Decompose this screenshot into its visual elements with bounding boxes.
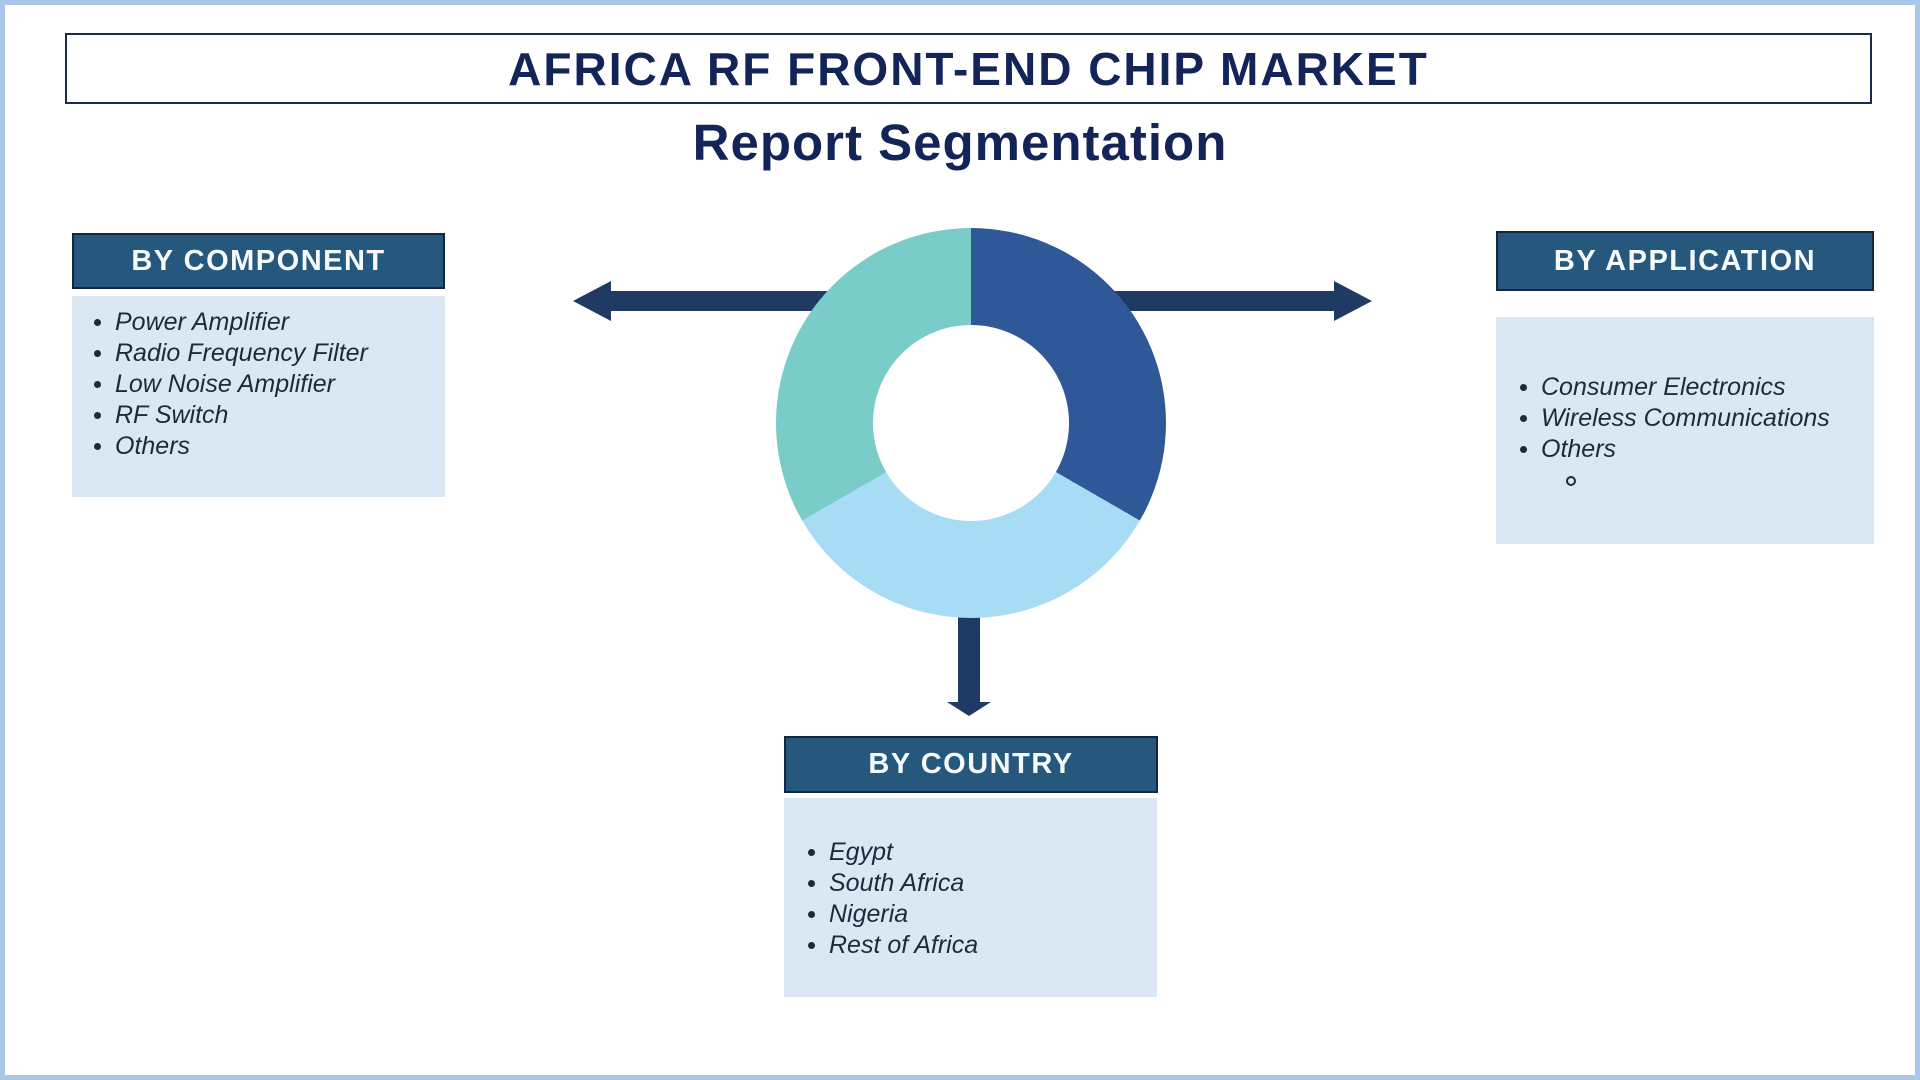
- by-application-header-label: BY APPLICATION: [1553, 244, 1817, 277]
- list-item: RF Switch: [92, 400, 439, 431]
- by-country-header-label: BY COUNTRY: [868, 748, 1074, 780]
- list-item: Others: [1518, 434, 1870, 465]
- donut-chart: [776, 228, 1166, 618]
- list-item-label: Low Noise Amplifier: [115, 370, 335, 398]
- component-list-items: Power Amplifier Radio Frequency Filter L…: [92, 307, 439, 462]
- list-item: Radio Frequency Filter: [92, 338, 439, 369]
- list-item: Rest of Africa: [806, 930, 1151, 961]
- list-item-label: Wireless Communications: [1541, 404, 1830, 432]
- country-list-items: Egypt South Africa Nigeria Rest of Afric…: [806, 837, 1151, 961]
- list-item-label: Egypt: [829, 838, 893, 866]
- list-item: Nigeria: [806, 899, 1151, 930]
- by-application-header: BY APPLICATION: [1496, 231, 1874, 291]
- list-item: Low Noise Amplifier: [92, 369, 439, 400]
- by-component-header: BY COMPONENT: [72, 233, 445, 289]
- list-item-label: Radio Frequency Filter: [115, 339, 368, 367]
- list-item: Wireless Communications: [1518, 403, 1870, 434]
- arrowhead-down-icon: [947, 702, 991, 716]
- circle-bullet-icon: [1566, 475, 1576, 486]
- component-list: Power Amplifier Radio Frequency Filter L…: [72, 296, 445, 497]
- bullet-icon: [94, 381, 101, 388]
- empty-sub-bullet-row: [1518, 465, 1870, 496]
- list-item-label: Nigeria: [829, 900, 909, 928]
- title-box: AFRICA RF FRONT-END CHIP MARKET: [65, 33, 1872, 104]
- bullet-icon: [1520, 384, 1527, 391]
- arrowhead-right-icon: [1334, 281, 1372, 321]
- list-item-label: Consumer Electronics: [1541, 373, 1786, 401]
- report-subtitle: Report Segmentation: [692, 114, 1228, 171]
- list-item-label: Others: [1541, 435, 1617, 463]
- bullet-icon: [808, 911, 815, 918]
- page-title: AFRICA RF FRONT-END CHIP MARKET: [508, 42, 1429, 95]
- bullet-icon: [1520, 446, 1527, 453]
- donut-hole: [873, 325, 1069, 521]
- bullet-icon: [808, 942, 815, 949]
- bullet-icon: [94, 319, 101, 326]
- list-item: Consumer Electronics: [1518, 372, 1870, 403]
- country-list: Egypt South Africa Nigeria Rest of Afric…: [784, 798, 1157, 997]
- by-component-header-label: BY COMPONENT: [131, 244, 386, 277]
- application-list: Consumer Electronics Wireless Communicat…: [1496, 317, 1874, 544]
- list-item-label: Rest of Africa: [829, 931, 979, 959]
- list-item: Egypt: [806, 837, 1151, 868]
- list-item: South Africa: [806, 868, 1151, 899]
- bullet-icon: [1520, 415, 1527, 422]
- list-item-label: RF Switch: [115, 401, 229, 429]
- list-item-label: South Africa: [829, 869, 965, 897]
- list-item: Others: [92, 431, 439, 462]
- bullet-icon: [94, 443, 101, 450]
- list-item-label: Others: [115, 432, 191, 460]
- bullet-icon: [94, 412, 101, 419]
- bullet-icon: [808, 849, 815, 856]
- bullet-icon: [94, 350, 101, 357]
- arrowhead-left-icon: [573, 281, 611, 321]
- bullet-icon: [808, 880, 815, 887]
- by-country-header: BY COUNTRY: [784, 736, 1158, 793]
- down-arrow-icon: [947, 613, 991, 716]
- list-item-label: Power Amplifier: [115, 308, 290, 336]
- arrow-shaft: [958, 613, 980, 702]
- list-item: Power Amplifier: [92, 307, 439, 338]
- application-list-items: Consumer Electronics Wireless Communicat…: [1518, 372, 1870, 465]
